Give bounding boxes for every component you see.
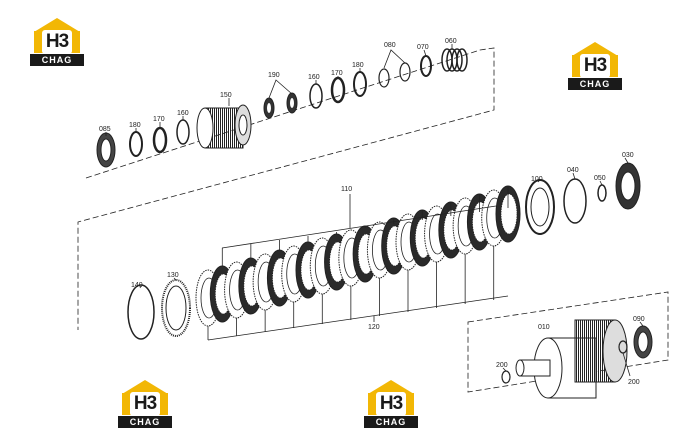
label-190: 190 — [268, 72, 280, 79]
part-150-gear — [196, 104, 252, 149]
part-170-ring-b — [330, 76, 346, 104]
clutch-stack-leaders — [207, 186, 509, 341]
part-080-snap-rings — [378, 62, 411, 88]
label-085: 085 — [99, 126, 111, 133]
brand-logo-top-left: H3 CHAG — [30, 18, 84, 66]
logo-mark: H3 — [376, 392, 406, 416]
brand-logo-bottom-left: H3 CHAG — [118, 380, 172, 428]
part-180-ring-a — [129, 131, 143, 157]
label-030: 030 — [622, 152, 634, 159]
label-110: 110 — [341, 186, 352, 193]
part-110-120-clutch-stack — [195, 185, 521, 327]
label-170-b: 170 — [331, 70, 343, 77]
brand-logo-bottom-center: H3 CHAG — [364, 380, 418, 428]
logo-word: CHAG — [30, 54, 84, 66]
bracket-110 — [221, 194, 497, 249]
label-100: 100 — [531, 176, 543, 183]
brand-logo-top-right: H3 CHAG — [568, 42, 622, 90]
logo-word: CHAG — [364, 416, 418, 428]
part-085-bearing — [96, 132, 116, 168]
label-180-a: 180 — [129, 122, 141, 129]
label-170-a: 170 — [153, 116, 165, 123]
label-140: 140 — [131, 282, 143, 289]
logo-word: CHAG — [568, 78, 622, 90]
axis-line-bottom — [467, 291, 669, 393]
label-200-b: 200 — [628, 379, 640, 386]
part-160-ring-b — [309, 83, 323, 109]
label-120: 120 — [368, 324, 380, 331]
part-060-spring — [441, 48, 468, 72]
label-010: 010 — [538, 324, 550, 331]
label-160-b: 160 — [308, 74, 320, 81]
part-010-housing — [515, 319, 628, 399]
part-090-bearing — [633, 325, 653, 359]
part-130-disc — [161, 279, 191, 337]
axis-line-top — [77, 47, 495, 330]
label-130: 130 — [167, 272, 179, 279]
label-150: 150 — [220, 92, 232, 99]
bracket-120 — [207, 295, 509, 341]
label-040: 040 — [567, 167, 579, 174]
logo-mark: H3 — [130, 392, 160, 416]
part-200-ring-a — [501, 370, 511, 384]
label-090: 090 — [633, 316, 645, 323]
part-040-ring — [563, 178, 587, 224]
part-050-ring — [597, 184, 607, 202]
friction-disc — [495, 185, 521, 243]
part-170-ring-a — [152, 126, 168, 154]
part-030-bearing — [615, 162, 641, 210]
label-060: 060 — [445, 38, 457, 45]
part-labels: 030 040 050 060 070 080 085 090 100 110 … — [99, 38, 645, 386]
part-190-bearing-pair — [263, 92, 298, 119]
part-180-ring-b — [353, 71, 367, 97]
part-100-piston-ring — [525, 179, 555, 235]
label-050: 050 — [594, 175, 606, 182]
label-160-a: 160 — [177, 110, 189, 117]
label-080: 080 — [384, 42, 396, 49]
label-070: 070 — [417, 44, 429, 51]
leader-lines — [105, 44, 644, 377]
label-180-b: 180 — [352, 62, 364, 69]
label-200-a: 200 — [496, 362, 508, 369]
logo-word: CHAG — [118, 416, 172, 428]
logo-mark: H3 — [580, 54, 610, 78]
logo-mark: H3 — [42, 30, 72, 54]
part-140-ring — [127, 284, 155, 340]
part-160-ring-a — [176, 119, 190, 145]
